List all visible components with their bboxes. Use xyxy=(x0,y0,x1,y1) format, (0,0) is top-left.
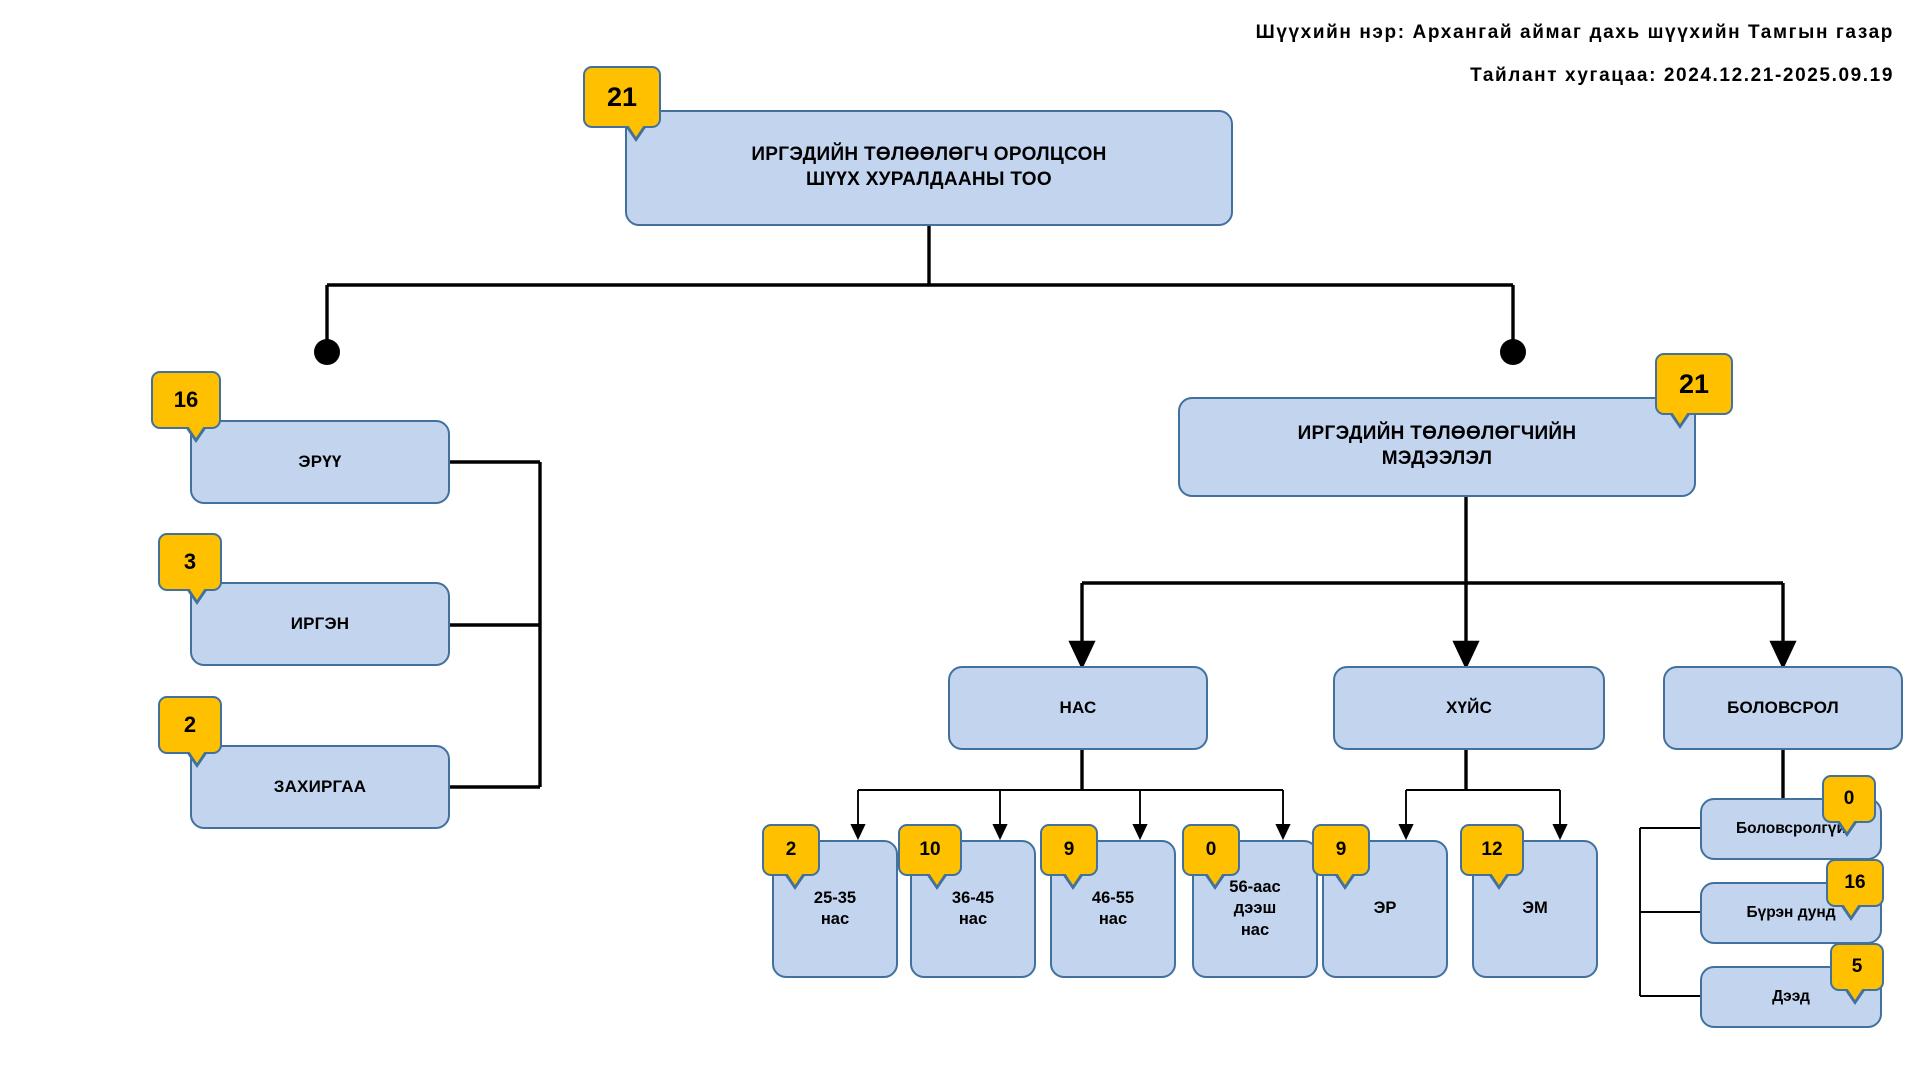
node-root-hearing-count[interactable]: ИРГЭДИЙН ТӨЛӨӨЛӨГЧ ОРОЛЦСОН ШҮҮХ ХУРАЛДА… xyxy=(625,110,1233,226)
education-higher-label: Дээд xyxy=(1772,987,1810,1005)
age-36-45-line1: 36-45 xyxy=(951,888,995,907)
badge-gender-male[interactable]: 9 xyxy=(1312,824,1370,890)
case-type-administrative-label: ЗАХИРГАА xyxy=(273,776,367,796)
root-title-line1: ИРГЭДИЙН ТӨЛӨӨЛӨГЧ ОРОЛЦСОН xyxy=(751,144,1107,166)
node-category-age[interactable]: НАС xyxy=(948,666,1208,750)
rep-info-line1: ИРГЭДИЙН ТӨЛӨӨЛӨГЧИЙН xyxy=(1297,423,1577,445)
gender-male-label: ЭР xyxy=(1373,899,1397,918)
category-age-label: НАС xyxy=(1059,697,1097,717)
education-none-label: Боловсролгүй xyxy=(1735,819,1847,837)
case-type-civil-label: ИРГЭН xyxy=(290,613,350,633)
badge-education-secondary[interactable]: 16 xyxy=(1826,859,1884,921)
category-education-label: БОЛОВСРОЛ xyxy=(1727,697,1839,717)
age-36-45-label: 36-45 нас xyxy=(944,888,1002,931)
court-name-label: Шүүхийн нэр: Архангай аймаг дахь шүүхийн… xyxy=(1255,22,1894,43)
age-46-55-line1: 46-55 xyxy=(1091,888,1135,907)
education-secondary-label: Бүрэн дунд xyxy=(1746,903,1836,921)
age-25-35-label: 25-35 нас xyxy=(806,888,864,931)
category-gender-label: ХҮЙС xyxy=(1445,697,1493,717)
age-56-plus-line3: нас xyxy=(1240,920,1270,939)
age-25-35-line1: 25-35 xyxy=(813,888,857,907)
badge-representative-count[interactable]: 21 xyxy=(1655,353,1733,429)
case-type-criminal-label: ЭРҮҮ xyxy=(298,451,342,471)
age-56-plus-line1: 56-аас xyxy=(1229,877,1281,896)
badge-age-56-plus[interactable]: 0 xyxy=(1182,824,1240,890)
age-56-plus-label: 56-аас дээш нас xyxy=(1221,877,1288,941)
node-category-gender[interactable]: ХҮЙС xyxy=(1333,666,1605,750)
gender-female-label: ЭМ xyxy=(1522,899,1548,918)
badge-age-25-35[interactable]: 2 xyxy=(762,824,820,890)
badge-case-type-criminal[interactable]: 16 xyxy=(151,371,221,443)
badge-education-none[interactable]: 0 xyxy=(1822,775,1876,837)
badge-gender-female[interactable]: 12 xyxy=(1460,824,1524,890)
age-36-45-line2: нас xyxy=(958,910,988,928)
node-case-type-civil[interactable]: ИРГЭН xyxy=(190,582,450,666)
age-46-55-label: 46-55 нас xyxy=(1084,888,1142,931)
age-25-35-line2: нас xyxy=(820,910,850,928)
report-period-label: Тайлант хугацаа: 2024.12.21-2025.09.19 xyxy=(1470,65,1894,86)
root-title-line2: ШҮҮХ ХУРАЛДААНЫ ТОО xyxy=(806,169,1052,190)
age-56-plus-line2: дээш xyxy=(1233,899,1277,918)
age-46-55-line2: нас xyxy=(1098,910,1128,928)
node-representative-info[interactable]: ИРГЭДИЙН ТӨЛӨӨЛӨГЧИЙН МЭДЭЭЛЭЛ xyxy=(1178,397,1696,497)
badge-case-type-civil[interactable]: 3 xyxy=(158,533,222,605)
node-root-label: ИРГЭДИЙН ТӨЛӨӨЛӨГЧ ОРОЛЦСОН ШҮҮХ ХУРАЛДА… xyxy=(737,143,1120,192)
badge-root-count[interactable]: 21 xyxy=(583,66,661,142)
node-case-type-criminal[interactable]: ЭРҮҮ xyxy=(190,420,450,504)
badge-case-type-administrative[interactable]: 2 xyxy=(158,696,222,768)
node-category-education[interactable]: БОЛОВСРОЛ xyxy=(1663,666,1903,750)
badge-education-higher[interactable]: 5 xyxy=(1830,943,1884,1005)
rep-info-line2: МЭДЭЭЛЭЛ xyxy=(1381,448,1493,469)
badge-age-46-55[interactable]: 9 xyxy=(1040,824,1098,890)
rep-info-label: ИРГЭДИЙН ТӨЛӨӨЛӨГЧИЙН МЭДЭЭЛЭЛ xyxy=(1284,422,1591,471)
badge-age-36-45[interactable]: 10 xyxy=(898,824,962,890)
node-case-type-administrative[interactable]: ЗАХИРГАА xyxy=(190,745,450,829)
